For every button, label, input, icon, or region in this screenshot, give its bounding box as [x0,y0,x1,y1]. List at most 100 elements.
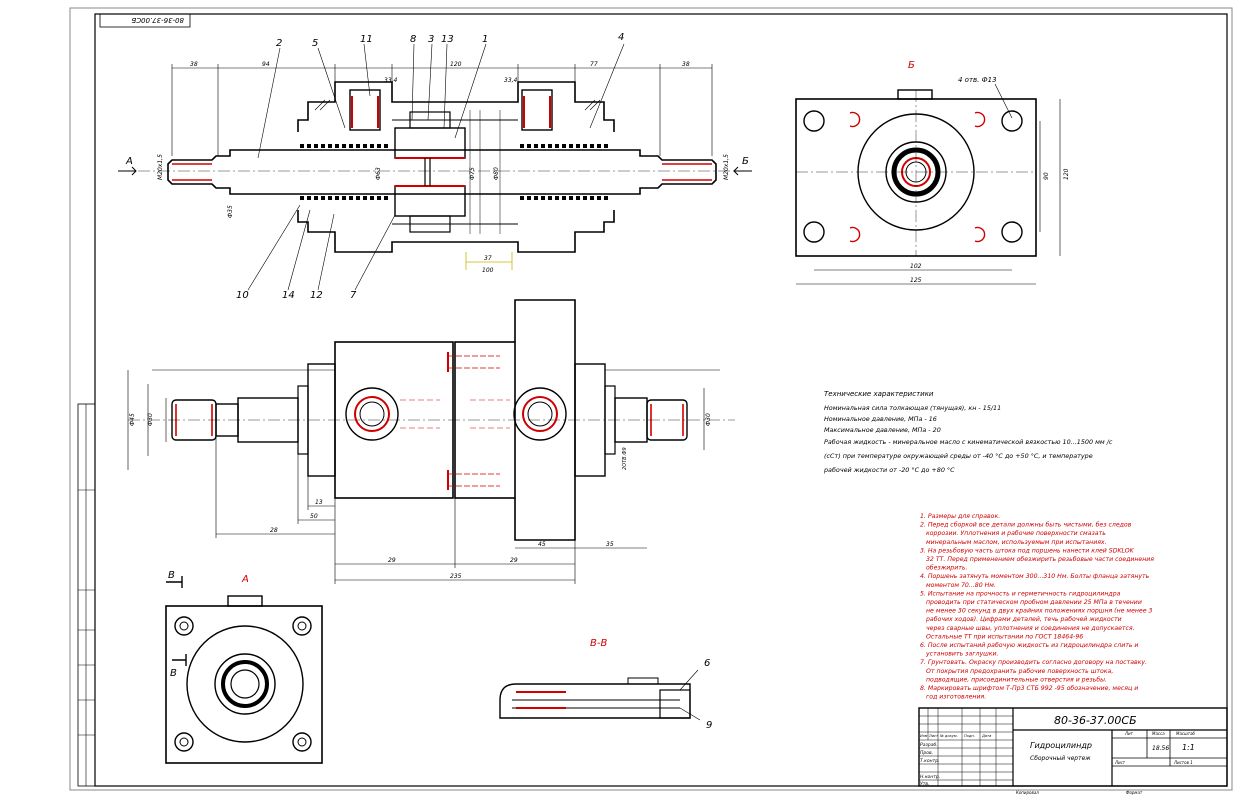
tb-row-5: Разраб. [920,742,938,748]
technical-requirements: 1. Размеры для справок.2. Перед сборкой … [920,513,1154,701]
tb-row-9: Утв. [920,781,929,787]
note-line: 32 ТТ. Перед применением обезжирить резь… [926,555,1154,563]
tb-row-7: Т.контр. [920,758,940,764]
dim-front-7: 35 [606,541,614,548]
note-line: 8. Маркировать шрифтом Т-Пр3 СТБ 992 -95… [920,684,1138,692]
dim-front-6: 45 [538,541,546,548]
callout-13: 13 [441,34,454,45]
note-line: 3. На резьбовую часть штока под поршень … [920,546,1135,554]
tb-row-4: Дата [981,734,991,738]
dim-thread-left: М20х1,5 [157,154,164,180]
note-line: От покрытия предохранить рабочие поверхн… [926,667,1113,675]
bolt-hole-note: 4 отв. Ф13 [958,76,997,84]
callout-3: 3 [428,34,434,45]
note-line: Остальные ТТ при испытании по ГОСТ 18464… [926,633,1083,640]
title-block: 80-36-37.00СБ Гидроцилиндр Сборочный чер… [918,707,1228,795]
view-a: А В В [165,570,323,764]
section-arrow-v-top: В [168,570,175,581]
dim-front-4: 29 [510,557,518,564]
dim-side-w: 102 [910,263,922,270]
tb-mass-head: Масса [1152,731,1165,736]
inner-border [94,13,1228,787]
dim-piston-dia: Ф75 [469,167,476,180]
note-line: 6. После испытаний рабочую жидкость из г… [920,641,1138,649]
dim-thread-right: М20х1,5 [723,154,730,180]
tb-letter-head: Лит [1124,731,1134,736]
dim-front-dia-2: Ф30 [705,413,712,426]
note-line: не менее 30 секунд в двух крайних положе… [926,608,1153,615]
top-stamp-text: 80-36-37.00СБ [131,16,184,24]
arrow-label-b: Б [742,156,749,167]
tb-row-6: Пров. [920,750,933,756]
note-line: обезжирить. [926,564,967,572]
tb-row-8: Н.контр. [920,774,940,780]
dim-rod-dia: Ф35 [227,205,234,218]
note-line: 2. Перед сборкой все детали должны быть … [920,521,1132,529]
note-line: моментом 70...80 Нм. [926,582,996,589]
callout-2: 2 [276,38,282,49]
callout-10: 10 [236,290,249,301]
tech-line-2: Максимальное давление, МПа - 20 [824,426,941,434]
dim-top-3: 120 [450,61,462,68]
note-line: рабочих ходов). Цифрами деталей, течь ра… [925,615,1122,623]
note-line: 1. Размеры для справок. [920,513,1000,520]
dim-yellow-2: 100 [482,267,494,274]
front-view: 13 50 28 29 29 235 45 35 Ф45 Ф30 Ф30 2ОТ… [127,299,735,584]
arrow-label-a: А [125,156,133,167]
section-vv: В-В [499,638,691,719]
title-subtitle: Сборочный чертеж [1030,755,1091,762]
note-line: 5. Испытание на прочность и герметичност… [920,590,1121,597]
side-view-b: Б 102 125 90 120 4 отв. Ф13 [795,60,1070,285]
tb-scale-head: Масштаб [1176,731,1196,736]
dim-cyl-dia: Ф80 [493,167,500,180]
title-name: Гидроцилиндр [1030,741,1092,750]
note-line: проводить при статическом пробном давлен… [926,598,1142,606]
note-line: подводящие, присоединительные отверстия … [926,675,1107,683]
main-section-view: 37 100 [118,81,735,274]
note-line: коррозии. Уплотнения и рабочие поверхнос… [926,529,1106,537]
tech-characteristics: Технические характеристики Номинальная с… [823,390,1113,474]
dim-side-h2: 120 [1063,168,1070,180]
callout-7: 7 [350,290,357,301]
dim-bore-dia: Ф63 [375,167,382,180]
view-b-label: Б [908,60,915,71]
top-dimension-line: 38 94 33,4 120 33,4 77 38 М20х1,5 М20х1,… [157,61,730,218]
tech-line-4: (сСт) при температуре окружающей среды о… [824,452,1093,460]
note-line: через сварные швы, уплотнения и соединен… [926,625,1135,632]
callout-4: 4 [618,32,624,43]
callout-9: 9 [706,720,712,731]
tb-sheets: Листов 1 [1173,760,1193,765]
note-line: 4. Поршень затянуть моментом 300...310 Н… [920,573,1150,580]
dim-front-3: 29 [388,557,396,564]
dim-front-extra: 2ОТВ.Ф9 [622,447,628,470]
top-stamp: 80-36-37.00СБ [99,13,191,28]
section-arrow-v-bot: В [170,668,177,679]
callout-11: 11 [360,34,373,45]
dim-top-6: 38 [682,61,690,68]
tech-line-1: Номинальное давление, МПа - 16 [824,415,937,423]
callout-6: 6 [704,658,710,669]
dim-front-dia-0: Ф45 [129,413,136,426]
callout-14: 14 [282,290,295,301]
tb-format: Формат [1126,790,1143,795]
dim-front-5: 235 [450,573,462,580]
dim-top-0: 38 [190,61,198,68]
dim-front-2: 28 [270,527,278,534]
dim-top-1: 94 [262,61,270,68]
callout-8: 8 [410,34,416,45]
tb-scale: 1:1 [1182,743,1195,752]
left-margin-table [77,403,96,787]
callout-leaders: 2 5 11 8 3 13 1 4 10 14 12 7 6 9 [236,32,712,731]
dim-top-2: 33,4 [384,77,398,84]
dim-top-5: 77 [590,61,598,68]
view-a-label: А [241,574,249,585]
note-line: год изготовления. [926,694,986,701]
section-vv-label: В-В [590,638,607,649]
callout-1: 1 [482,34,488,45]
note-line: 7. Грунтовать. Окраску производить согла… [920,659,1147,666]
tech-line-3: Рабочая жидкость - минеральное масло с к… [824,438,1113,446]
tb-copied: Копировал [1016,790,1039,795]
view-arrows: А Б [118,156,752,176]
callout-12: 12 [310,290,323,301]
